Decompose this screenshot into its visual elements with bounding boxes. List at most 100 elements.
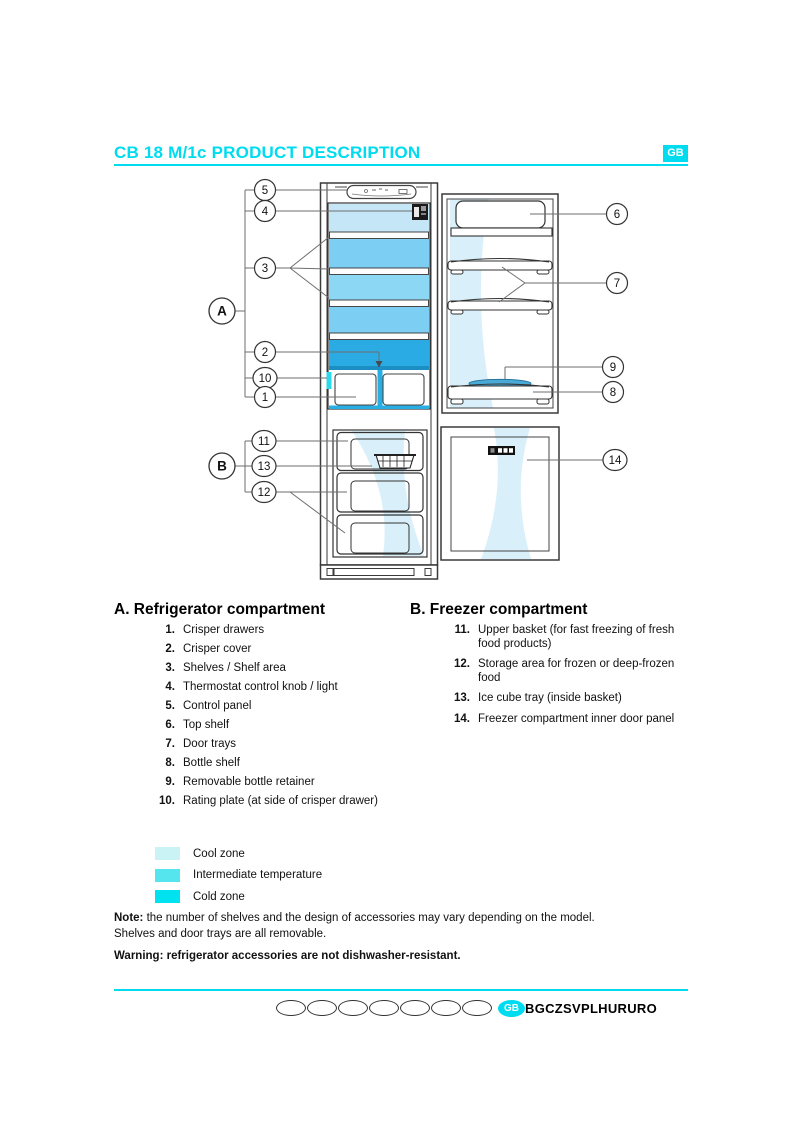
freezer-basket: [336, 431, 424, 472]
freezer-inner-door-panel: [450, 436, 550, 552]
shelf: [329, 267, 429, 275]
freezer-door-badge: [488, 446, 515, 455]
thermostat-box: [412, 204, 428, 220]
callout-12: 12: [251, 480, 277, 504]
legend-label: Cool zone: [193, 847, 245, 860]
list-item: 10.Rating plate (at side of crisper draw…: [114, 795, 414, 809]
callout-6: 6: [605, 202, 629, 226]
footer-language-badge: GB: [498, 999, 525, 1017]
language-ellipse: [276, 1000, 306, 1016]
footer-rule: [114, 989, 688, 991]
list-item: 14.Freezer compartment inner door panel: [410, 713, 700, 727]
note-text: the number of shelves and the design of …: [143, 912, 595, 924]
callout-label: 14: [609, 455, 622, 467]
language-ellipse: [307, 1000, 337, 1016]
legend-row: Cold zone: [155, 886, 322, 908]
callouts: A B 5 4 3 2 10 1 11 13 12 6: [208, 178, 629, 504]
freezer-door: [440, 426, 560, 561]
door-tray: [447, 257, 553, 275]
callout-9: 9: [601, 355, 625, 379]
item-text: Door trays: [183, 738, 237, 750]
item-number: 11.: [454, 624, 470, 636]
list-item: 12. Storage area for frozen or deep-froze…: [410, 658, 700, 685]
callout-5: 5: [253, 178, 277, 202]
note-label: Note:: [114, 912, 144, 924]
callout-label: A: [217, 304, 227, 319]
shelf-area-band: [329, 307, 429, 333]
callout-label: 9: [610, 362, 616, 374]
callout-label: 10: [259, 373, 272, 385]
top-shelf: [450, 200, 553, 237]
freezer-swoosh: [352, 431, 424, 556]
callout-7: 7: [605, 271, 629, 295]
item-text: Storage area for frozen or deep-frozen f…: [478, 658, 675, 684]
kick-rail: [319, 564, 439, 580]
item-number: 4.: [165, 681, 175, 693]
callout-label: 7: [614, 278, 620, 290]
footer-language-codes: BGCZSVPLHURURO: [525, 1000, 658, 1016]
refrigerator-interior: [326, 202, 431, 410]
list-item: 8.Bottle shelf: [114, 757, 414, 771]
control-panel: [335, 184, 428, 200]
legend-row: Cool zone: [155, 843, 322, 865]
item-text: Freezer compartment inner door panel: [478, 712, 675, 725]
callout-label: 5: [262, 185, 268, 197]
list-item: 2. Crisper cover: [114, 643, 414, 657]
intermediate-zone-swatch: [155, 868, 180, 882]
crisper-cover-arrow: [375, 361, 383, 368]
shelf-area-band: [329, 239, 429, 268]
crisper-drawer: [334, 373, 377, 406]
shelf: [329, 299, 429, 307]
list-item: 13.Ice cube tray (inside basket): [410, 692, 700, 706]
callout-label: 2: [262, 347, 268, 359]
callout-14: 14: [602, 448, 628, 472]
callout-1: 1: [253, 385, 277, 409]
item-number: 12.: [454, 658, 470, 670]
freezer-section-title: B. Freezer compartment: [410, 601, 588, 618]
freezer-drawer-front: [350, 480, 410, 512]
item-number: 3.: [165, 662, 175, 674]
list-item: 1.Crisper drawers: [114, 624, 414, 638]
legend-label: Cold zone: [193, 890, 245, 903]
temperature-zone-legend: Cool zone Intermediate temperature Cold …: [155, 843, 322, 908]
language-ellipse: [431, 1000, 461, 1016]
shelf-area-band: [329, 275, 429, 300]
callout-A: A: [208, 297, 236, 325]
language-ellipse: [338, 1000, 368, 1016]
callout-label: 13: [258, 461, 271, 473]
language-ellipse: [462, 1000, 492, 1016]
shelf: [329, 332, 429, 340]
language-badge: GB: [663, 145, 688, 162]
cold-zone-swatch: [155, 890, 180, 904]
note-paragraph: Note: the number of shelves and the desi…: [114, 910, 694, 942]
callout-label: 6: [614, 209, 620, 221]
item-text: Shelves / Shelf area: [183, 662, 286, 674]
list-item: 3. Shelves / Shelf area: [114, 662, 414, 676]
callout-4: 4: [253, 199, 277, 223]
language-ellipse: [369, 1000, 399, 1016]
item-text: Thermostat control knob / light: [183, 681, 338, 693]
item-text: Upper basket (for fast freezing of fresh…: [478, 624, 675, 650]
callout-label: B: [217, 459, 227, 474]
legend-label: Intermediate temperature: [193, 869, 323, 882]
crisper-cover: [329, 366, 429, 370]
refrigerator-door: [441, 193, 559, 414]
item-text: Top shelf: [183, 719, 230, 731]
leader-lines: [235, 189, 607, 534]
item-text: Crisper cover: [183, 643, 252, 655]
list-item: 9.Removable bottle retainer: [114, 776, 414, 790]
note-line2: Shelves and door trays are all removable…: [114, 928, 327, 940]
list-item: 7.Door trays: [114, 738, 414, 752]
list-item: 6.Top shelf: [114, 719, 414, 733]
item-number: 2.: [165, 643, 175, 655]
ice-cube-tray: [374, 454, 416, 469]
legend-row: Intermediate temperature: [155, 865, 322, 887]
language-ellipse: [400, 1000, 430, 1016]
item-number: 13.: [454, 692, 470, 704]
callout-label: 12: [258, 487, 271, 499]
callout-label: 8: [610, 387, 616, 399]
refrigerator-section-title: A. Refrigerator compartment: [114, 601, 326, 618]
callout-2: 2: [253, 340, 277, 364]
callout-11: 11: [251, 429, 277, 453]
